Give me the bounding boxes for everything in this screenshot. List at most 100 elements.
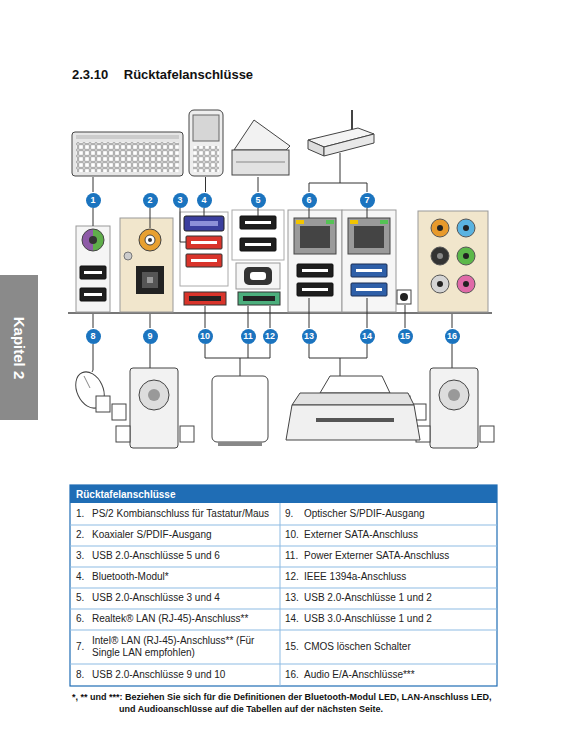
speaker-set [130,368,178,448]
back-panel [297,264,333,277]
printer [316,418,394,422]
speaker-set [448,389,460,401]
back-panel [296,220,304,224]
callout-text: 2 [147,196,152,205]
back-panel [142,272,158,288]
back-panel [243,296,275,301]
external-drive [212,376,268,442]
callout-text: 9 [147,332,152,341]
callout-text: 16 [447,332,457,341]
speaker-set [180,426,194,442]
printer [286,405,420,440]
callout-number: 14 [360,329,375,344]
mouse [70,367,110,412]
callout-number: 3 [173,193,188,208]
row-number: 11. [285,546,302,567]
table-cell: Koaxialer S/PDIF-Ausgang [92,525,277,546]
back-panel [139,229,161,251]
back-panel [240,238,276,251]
table-grid [70,485,497,686]
back-panel [186,254,222,267]
back-panel [189,296,221,301]
table-cell: Power Externer SATA-Anschluss [304,546,494,567]
router [324,134,374,156]
callout-number: 8 [86,329,101,344]
speaker-set [439,380,469,410]
back-panel [431,275,449,293]
table-header: Rücktafelanschlüsse [70,485,497,503]
row-number: 14. [285,609,302,630]
callout-text: 10 [200,332,210,341]
keyboard [72,132,183,176]
speaker-set [430,368,478,448]
mouse [84,376,90,388]
back-panel [397,290,411,304]
back-panel [350,220,358,224]
leader-line [309,153,367,192]
table-grid [280,503,281,686]
footnote: *, ** und ***: Beziehen Sie sich für die… [72,692,500,715]
back-panel [437,281,443,287]
row-number: 15. [285,630,302,664]
callout-text: 4 [201,196,206,205]
back-panel [120,218,173,312]
mouse [92,370,93,372]
row-number: 10. [285,525,302,546]
callout-text: 15 [400,332,410,341]
leader-line [205,306,270,328]
callout-number: 15 [398,329,413,344]
table-cell: CMOS löschen Schalter [304,630,494,664]
back-panel [145,235,155,245]
printer [292,393,414,405]
back-panel [457,247,475,265]
chapter-tab: Kapitel 2 [0,275,38,420]
callout-text: 7 [364,196,369,205]
callout-number: 10 [198,329,213,344]
mobile-phone [189,110,223,176]
back-panel [184,216,224,231]
speaker-set [116,426,130,442]
callout-text: 1 [90,196,95,205]
row-number: 5. [76,588,93,609]
mobile-phone [189,110,223,176]
back-panel [232,210,284,260]
row-number: 9. [285,503,302,525]
callout-number: 5 [251,193,266,208]
speaker-set [112,404,126,420]
row-number: 3. [76,546,93,567]
row-number: 16. [285,664,302,686]
back-panel [351,283,387,296]
back-panel [238,292,280,305]
back-panel [463,281,469,287]
back-panel [184,292,226,305]
leader-line [93,153,452,376]
table-heading: Rücktafelanschlüsse [76,489,176,500]
back-panel [186,236,222,249]
callout-text: 5 [255,196,260,205]
table-cell: Intel® LAN (RJ-45)-Anschluss** (Für Sing… [92,630,277,664]
row-number: 4. [76,567,93,588]
scanner [236,162,285,163]
back-panel [136,266,164,294]
table-cell: Audio E/A-Anschlüsse*** [304,664,494,686]
speaker-set [96,396,110,412]
callout-number: 2 [143,193,158,208]
back-panel [297,283,333,296]
back-panel [288,210,342,312]
table-cell: IEEE 1394a-Anschluss [304,567,494,588]
table-cell: Optischer S/PDIF-Ausgang [304,503,494,525]
back-panel [148,238,152,242]
back-panel [437,253,443,259]
back-panel [244,267,272,285]
back-panel [124,252,132,260]
back-panel [380,220,388,224]
table-cell: USB 2.0-Anschlüsse 1 und 2 [304,588,494,609]
leader-line [309,344,367,376]
back-panel [190,221,218,226]
leader-line [309,208,367,218]
callout-number: 1 [86,193,101,208]
mobile-phone [193,115,219,141]
external-drive [212,376,268,446]
speaker-set [480,426,494,442]
